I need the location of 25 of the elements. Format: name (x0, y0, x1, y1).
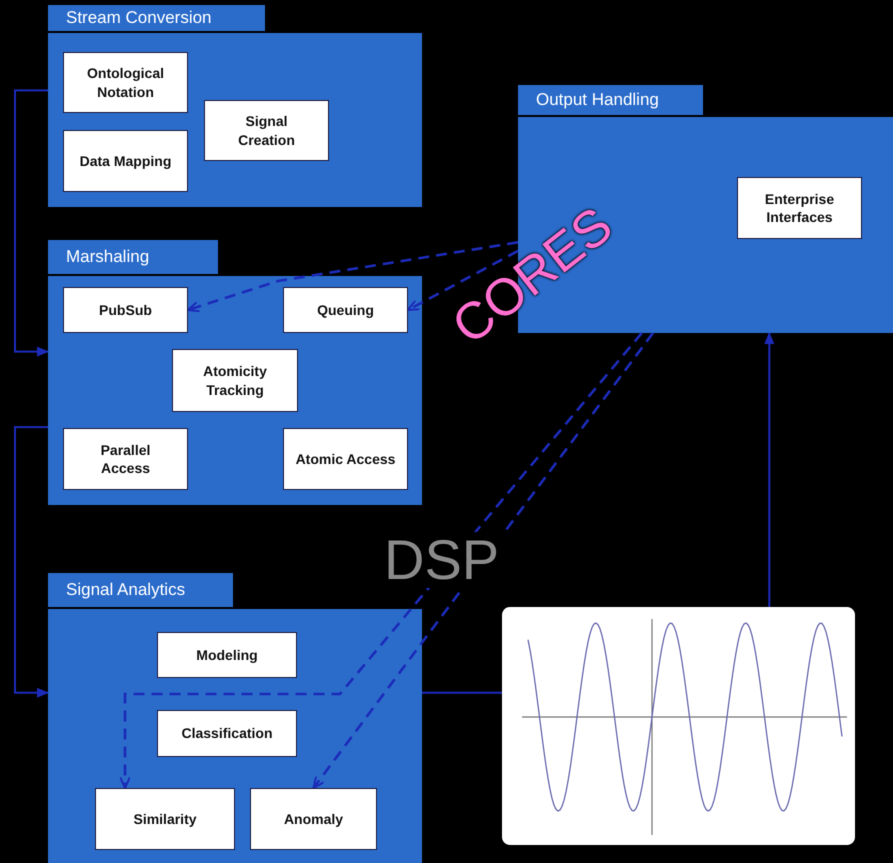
group-title: Signal Analytics (48, 573, 233, 607)
process-box: Classification (157, 710, 297, 757)
group-title: Marshaling (48, 240, 218, 274)
process-box: Parallel Access (63, 428, 188, 490)
arrow (14, 89, 49, 357)
process-box: Anomaly (250, 788, 377, 850)
arrow (407, 250, 519, 312)
process-box: Atomicity Tracking (172, 349, 298, 412)
process-box: Ontological Notation (63, 52, 188, 113)
process-box: Atomic Access (283, 428, 408, 490)
arrow (764, 332, 774, 607)
process-box: Similarity (95, 788, 235, 850)
process-box: Queuing (283, 287, 408, 333)
process-box: PubSub (63, 287, 188, 333)
group-title: Output Handling (518, 85, 703, 115)
process-box: Data Mapping (63, 130, 188, 192)
connector-line (422, 692, 502, 694)
arrow (312, 332, 654, 789)
group-title: Stream Conversion (48, 5, 265, 31)
arrow (119, 332, 643, 789)
process-box: Signal Creation (204, 100, 329, 161)
arrow (14, 426, 49, 698)
process-box: Enterprise Interfaces (737, 177, 862, 239)
arrow (187, 241, 518, 312)
process-box: Modeling (157, 632, 297, 678)
